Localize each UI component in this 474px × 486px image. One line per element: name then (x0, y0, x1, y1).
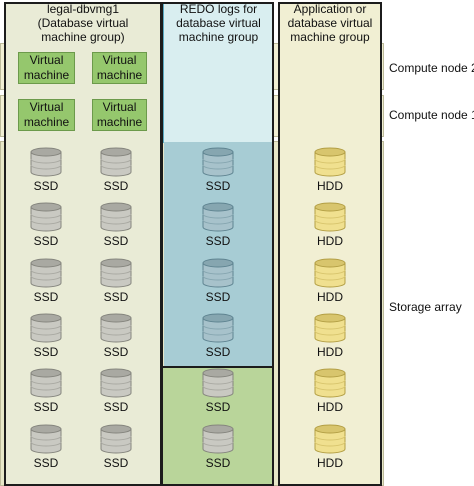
compute-node-2-label: Compute node 2 (389, 61, 474, 75)
disk-label: SSD (205, 179, 231, 193)
disk-cylinder-icon (314, 258, 346, 288)
redo-logs-column (163, 2, 273, 143)
ssd-disk: SSD (23, 257, 69, 303)
ssd-disk: SSD (195, 146, 241, 192)
ssd-disk: SSD (93, 423, 139, 469)
app-column-header: Application or database virtual machine … (287, 2, 373, 44)
hdd-disk: HDD (307, 423, 353, 469)
disk-cylinder-icon (202, 258, 234, 288)
disk-cylinder-icon (100, 147, 132, 177)
disk-label: SSD (103, 179, 129, 193)
disk-label: SSD (205, 345, 231, 359)
legal-column-header: legal-dbvmg1 (Database virtual machine g… (37, 2, 129, 44)
disk-label: SSD (33, 400, 59, 414)
virtual-machine: Virtual machine (18, 52, 75, 84)
disk-cylinder-icon (100, 368, 132, 398)
disk-label: SSD (103, 234, 129, 248)
ssd-disk: SSD (195, 257, 241, 303)
ssd-disk: SSD (23, 312, 69, 358)
disk-cylinder-icon (30, 313, 62, 343)
ssd-disk: SSD (93, 146, 139, 192)
redo-logs-outline (161, 2, 274, 368)
disk-label: SSD (33, 234, 59, 248)
disk-label: SSD (33, 290, 59, 304)
disk-cylinder-icon (314, 202, 346, 232)
disk-label: SSD (33, 345, 59, 359)
ssd-disk: SSD (195, 312, 241, 358)
disk-label: SSD (205, 290, 231, 304)
disk-cylinder-icon (202, 202, 234, 232)
disk-label: HDD (317, 290, 343, 304)
disk-cylinder-icon (30, 368, 62, 398)
disk-label: SSD (103, 345, 129, 359)
disk-cylinder-icon (100, 424, 132, 454)
ssd-disk: SSD (93, 257, 139, 303)
disk-label: HDD (317, 179, 343, 193)
hdd-disk: HDD (307, 257, 353, 303)
hdd-disk: HDD (307, 201, 353, 247)
application-vm-group-column (278, 2, 382, 486)
ssd-disk: SSD (93, 312, 139, 358)
hdd-disk: HDD (307, 367, 353, 413)
ssd-disk: SSD (195, 423, 241, 469)
disk-label: SSD (205, 400, 231, 414)
disk-cylinder-icon (30, 202, 62, 232)
disk-cylinder-icon (30, 258, 62, 288)
legal-overflow-outline (161, 366, 274, 486)
disk-label: HDD (317, 456, 343, 470)
disk-label: HDD (317, 400, 343, 414)
disk-cylinder-icon (100, 313, 132, 343)
disk-label: SSD (205, 234, 231, 248)
compute-node-1-label: Compute node 1 (389, 108, 474, 122)
ssd-disk: SSD (23, 367, 69, 413)
ssd-disk: SSD (93, 201, 139, 247)
virtual-machine: Virtual machine (92, 52, 147, 84)
disk-cylinder-icon (314, 424, 346, 454)
disk-cylinder-icon (202, 313, 234, 343)
disk-label: SSD (103, 400, 129, 414)
hdd-disk: HDD (307, 312, 353, 358)
ssd-disk: SSD (23, 201, 69, 247)
disk-cylinder-icon (202, 424, 234, 454)
disk-label: SSD (103, 290, 129, 304)
ssd-disk: SSD (195, 201, 241, 247)
disk-cylinder-icon (202, 147, 234, 177)
disk-cylinder-icon (314, 313, 346, 343)
disk-cylinder-icon (100, 258, 132, 288)
disk-label: HDD (317, 345, 343, 359)
virtual-machine: Virtual machine (18, 99, 75, 131)
hdd-disk: HDD (307, 146, 353, 192)
disk-cylinder-icon (30, 424, 62, 454)
redo-column-header: REDO logs for database virtual machine g… (176, 2, 261, 44)
disk-cylinder-icon (314, 147, 346, 177)
disk-cylinder-icon (30, 147, 62, 177)
disk-cylinder-icon (202, 368, 234, 398)
disk-label: SSD (205, 456, 231, 470)
storage-array-label: Storage array (389, 300, 462, 314)
ssd-disk: SSD (23, 146, 69, 192)
disk-label: SSD (103, 456, 129, 470)
disk-label: SSD (33, 179, 59, 193)
ssd-disk: SSD (23, 423, 69, 469)
disk-cylinder-icon (314, 368, 346, 398)
disk-label: SSD (33, 456, 59, 470)
disk-cylinder-icon (100, 202, 132, 232)
ssd-disk: SSD (195, 367, 241, 413)
ssd-disk: SSD (93, 367, 139, 413)
virtual-machine: Virtual machine (92, 99, 147, 131)
disk-label: HDD (317, 234, 343, 248)
